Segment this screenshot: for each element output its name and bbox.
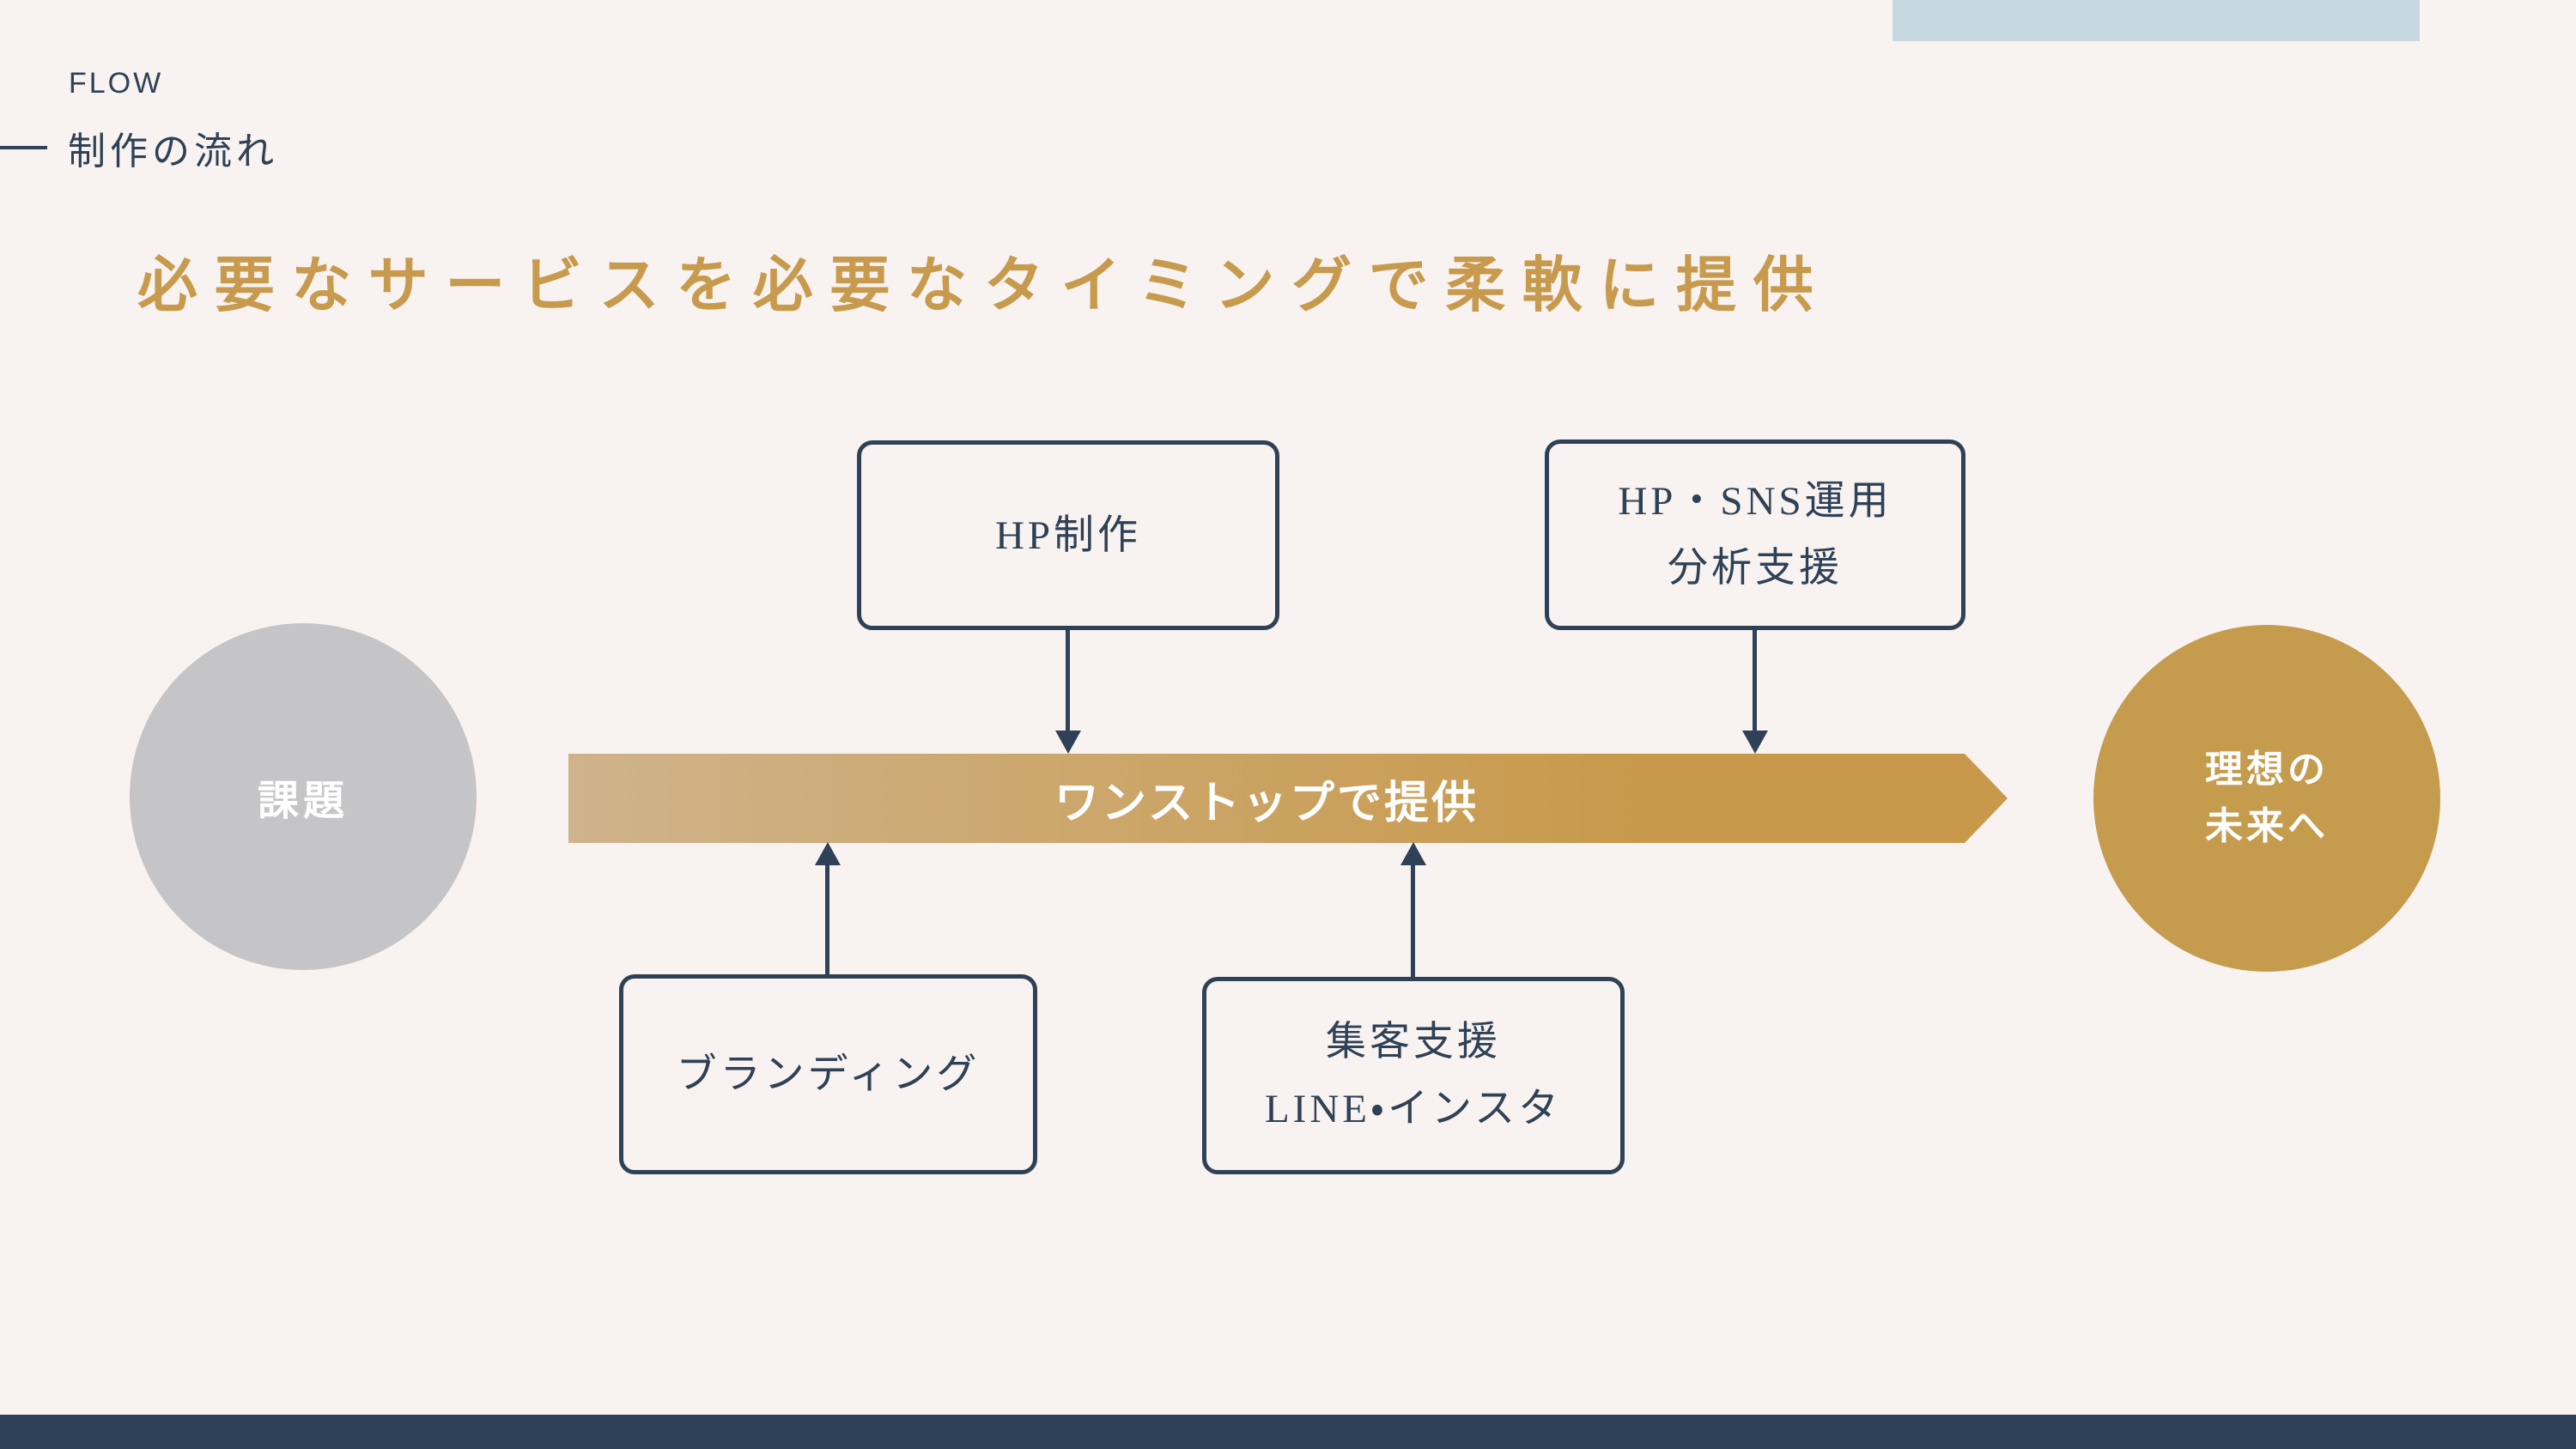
- arrow-branding-to-band-line: [825, 864, 829, 975]
- service-box-customer-attraction: 集客支援 LINE・インスタ: [1202, 977, 1625, 1174]
- top-right-accent-bar: [1893, 0, 2420, 41]
- arrow-down-icon: [1055, 731, 1081, 754]
- service-box-label-line2: 分析支援: [1668, 546, 1843, 591]
- bottom-bar: [0, 1415, 2576, 1449]
- end-circle-label-line2: 未来へ: [2205, 805, 2329, 847]
- arrow-hp-production-to-band-line: [1066, 630, 1070, 733]
- section-eyebrow: FLOW: [69, 67, 164, 100]
- band-label: ワンストップで提供: [1054, 779, 1479, 828]
- arrow-down-icon: [1742, 731, 1768, 754]
- service-box-hp-sns-analysis: HP・SNS運用 分析支援: [1545, 440, 1965, 630]
- service-box-label-line1: HP・SNS運用: [1618, 479, 1893, 524]
- end-circle-future: 理想の 未来へ: [2093, 625, 2440, 972]
- start-circle-label: 課題: [257, 779, 349, 824]
- arrow-up-icon: [1400, 842, 1426, 865]
- slide-title: 必要なサービスを必要なタイミングで柔軟に提供: [137, 253, 1831, 319]
- section-heading: 制作の流れ: [68, 130, 278, 173]
- onestop-arrow-band: ワンストップで提供: [568, 754, 2008, 843]
- service-box-branding: ブランディング: [619, 974, 1037, 1174]
- arrow-hp-sns-to-band-line: [1753, 630, 1757, 733]
- service-box-label-line1: 集客支援: [1326, 1020, 1501, 1064]
- end-circle-label-line1: 理想の: [2205, 749, 2329, 791]
- service-box-label-line2: LINE・インスタ: [1264, 1087, 1563, 1131]
- service-box-hp-production: HP制作: [857, 440, 1279, 630]
- section-heading-row: 制作の流れ: [0, 120, 278, 175]
- arrow-up-icon: [815, 842, 841, 865]
- service-box-label: ブランディング: [676, 1052, 981, 1097]
- arrow-customer-attraction-to-band-line: [1411, 864, 1415, 978]
- heading-dash: [0, 146, 47, 149]
- start-circle-problem: 課題: [130, 623, 477, 970]
- service-box-label: HP制作: [994, 512, 1142, 558]
